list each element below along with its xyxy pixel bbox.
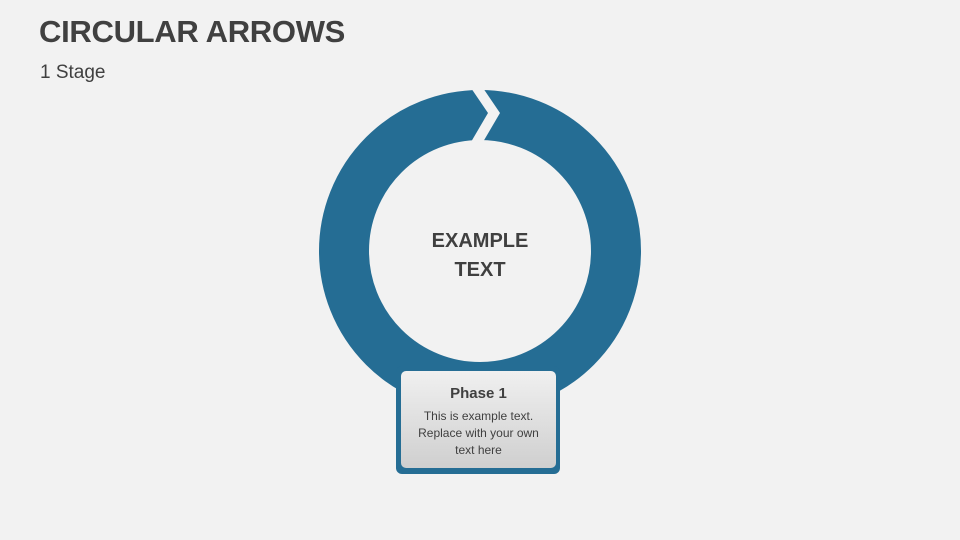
center-label: EXAMPLE TEXT	[400, 227, 560, 285]
phase-1-box: Phase 1 This is example text. Replace wi…	[401, 371, 556, 468]
phase-1-body: This is example text. Replace with your …	[418, 409, 539, 457]
phase-1-title: Phase 1	[450, 385, 507, 402]
center-label-line1: EXAMPLE	[431, 230, 529, 252]
center-label-line2: TEXT	[454, 259, 506, 281]
slide-title: CIRCULAR ARROWS	[39, 14, 346, 49]
slide-subtitle: 1 Stage	[40, 62, 106, 83]
